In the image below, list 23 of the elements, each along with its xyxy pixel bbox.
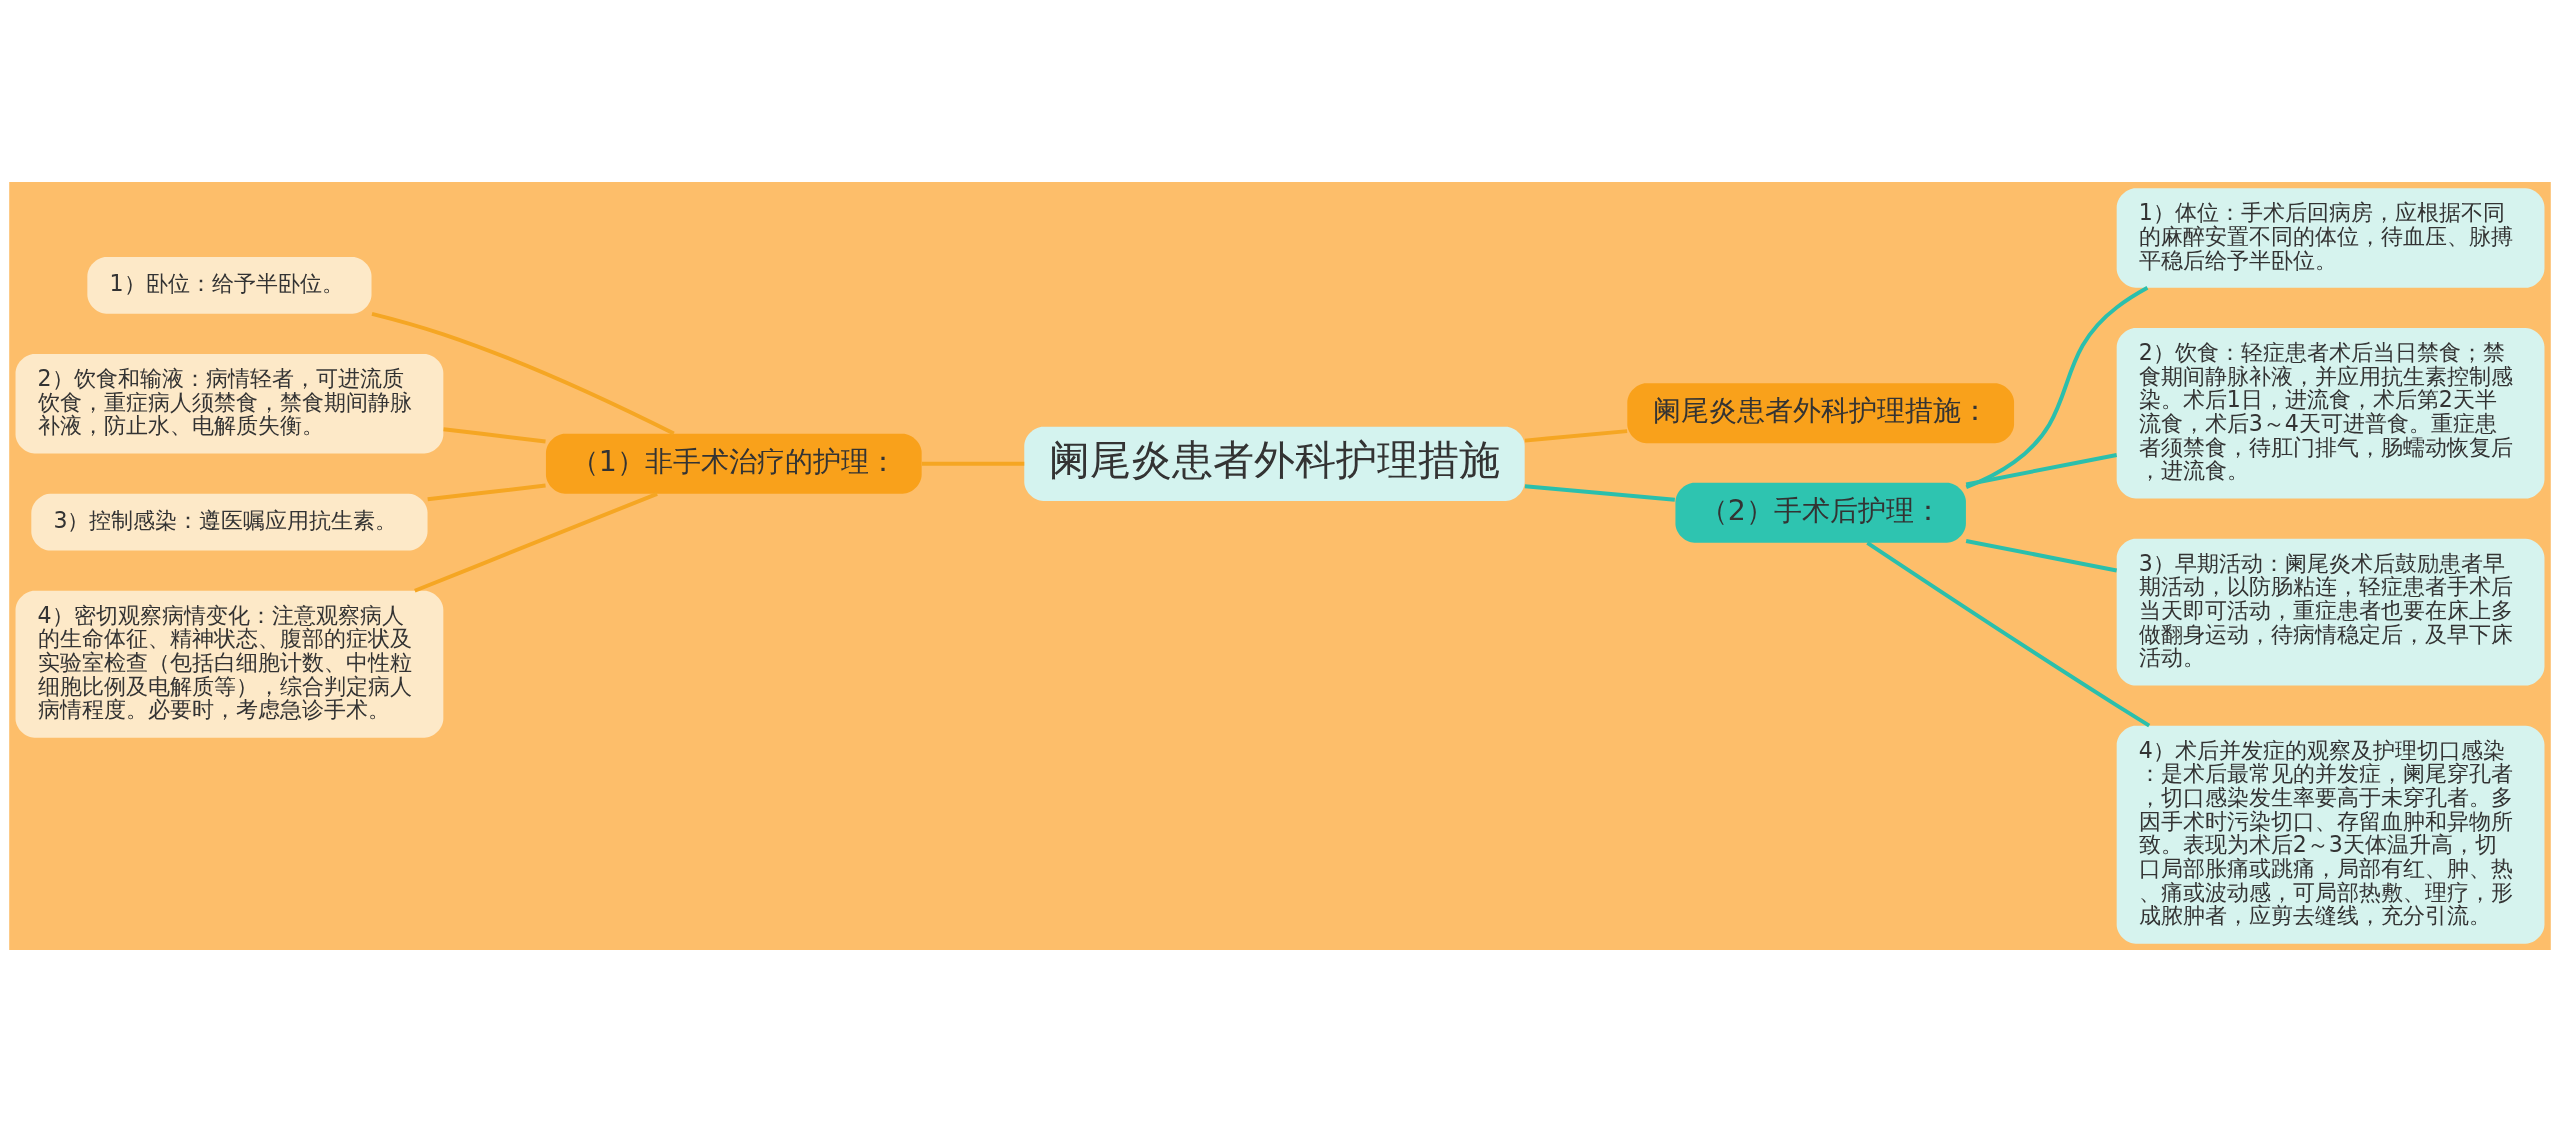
connector (1524, 483, 1675, 502)
connector (443, 426, 546, 443)
node-box: 阑尾炎患者外科护理措施 (1024, 426, 1525, 501)
connector (371, 311, 675, 435)
node-box: （1）非手术治疗的护理： (545, 433, 922, 494)
node-box: 3）早期活动：阑尾炎术后鼓励患者早期活动，以防肠粘连，轻症患者手术后当天即可活动，重症患者也要在床上多做翻身运动，待病情稳定后，及早下床活动。 (2116, 538, 2545, 686)
connector (1866, 540, 2151, 727)
node-box: 阑尾炎患者外科护理措施： (1627, 382, 2015, 443)
node-box: 4）术后并发症的观察及护理切口感染：是术后最常见的并发症，阑尾穿孔者，切口感染发生率要高于未穿孔者。多因手术时污染切口、存留血肿和异物所致。表现为术后2～3天体温升高，切口局部胀痛或跳痛，局部有红、肿、热、痛或波动感，可局部热敷、理疗，形成脓肿者，应剪去缝线，充分引流。 (2116, 725, 2545, 944)
connector (1965, 452, 2118, 486)
connector (1965, 538, 2118, 572)
node-box: 4）密切观察病情变化：注意观察病人的生命体征、精神状态、腹部的症状及实验室检查（包括白细胞计数、中性粒细胞比例及电解质等），综合判定病人病情程度。必要时，考虑急诊手术。 (15, 590, 444, 738)
connector (414, 491, 658, 593)
node-box: （2）手术后护理： (1675, 482, 1966, 543)
connector (921, 461, 1025, 466)
node-box: 2）饮食和输液：病情轻者，可进流质饮食，重症病人须禁食，禁食期间静脉补液，防止水、电解质失衡。 (15, 353, 444, 453)
connector (427, 483, 546, 501)
node-box: 1）卧位：给予半卧位。 (87, 256, 372, 314)
node-box: 3）控制感染：遵医嘱应用抗生素。 (31, 493, 428, 551)
node-box: 1）体位：手术后回病房，应根据不同的麻醉安置不同的体位，待血压、脉搏平稳后给予半卧位。 (2116, 187, 2545, 288)
node-box: 2）饮食：轻症患者术后当日禁食；禁食期间静脉补液，并应用抗生素控制感染。术后1日，进流食，术后第2天半流食，术后3～4天可进普食。重症患者须禁食，待肛门排气，肠蠕动恢复后，进流食。 (2116, 327, 2545, 498)
connector (1524, 428, 1628, 443)
connector (1965, 285, 2149, 489)
